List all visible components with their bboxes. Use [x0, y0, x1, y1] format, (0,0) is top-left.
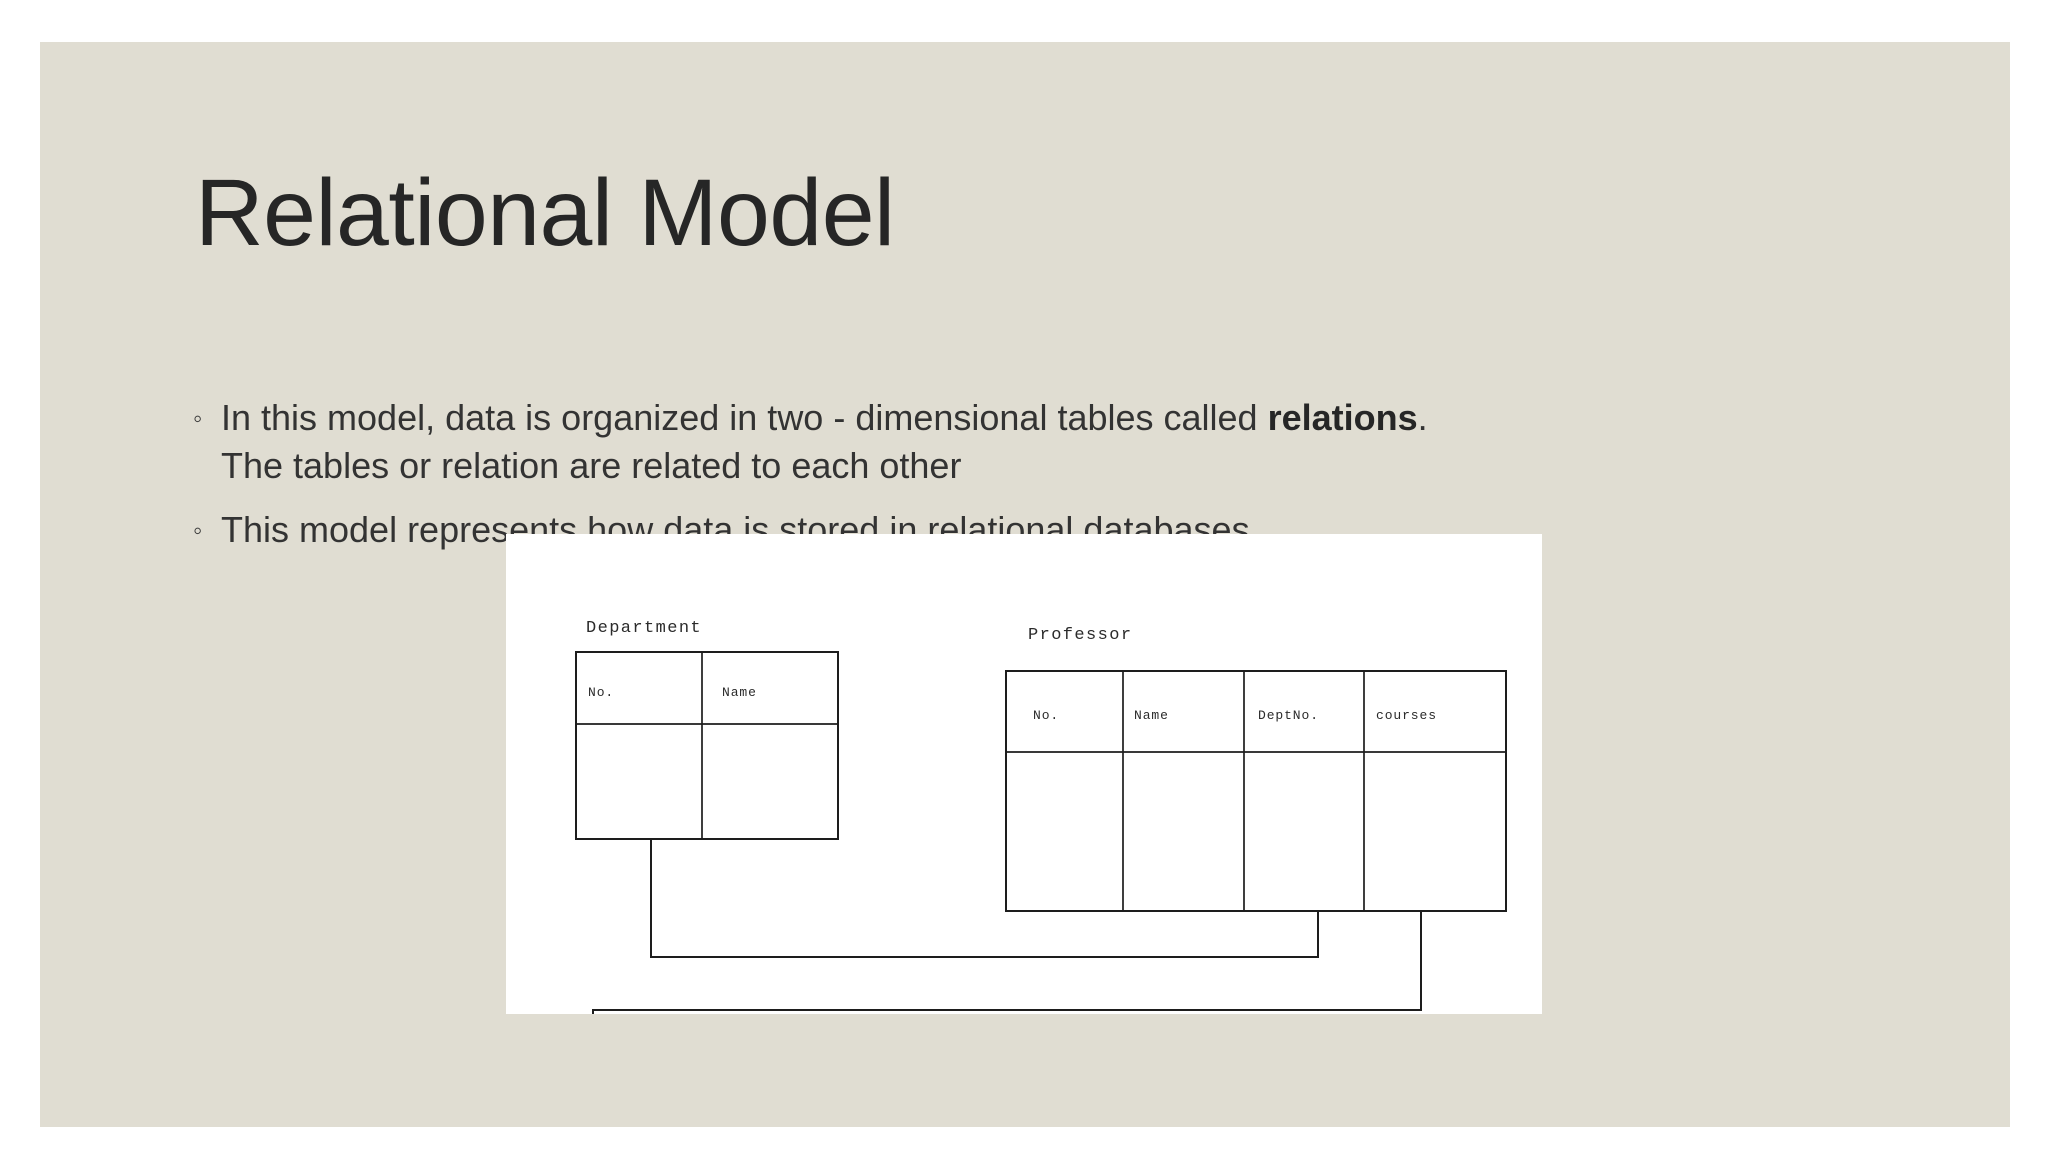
- slide-canvas: Relational Model ◦ In this model, data i…: [40, 42, 2010, 1127]
- er-diagram-image: Department No. Name Professor No. Name D…: [506, 534, 1542, 1014]
- table-title-department: Department: [586, 619, 702, 638]
- connector-professor-course: [592, 911, 1422, 1014]
- table-box-professor: [1005, 670, 1507, 912]
- column-header: No.: [1033, 708, 1059, 723]
- bullet-1-bold-term: relations: [1267, 397, 1418, 438]
- bullet-1-text-before: In this model, data is organized in two …: [221, 397, 1268, 438]
- connector-department-professor: [650, 839, 1319, 958]
- page-title: Relational Model: [195, 160, 895, 266]
- er-diagram-svg: Department No. Name Professor No. Name D…: [575, 619, 1507, 1014]
- table-department: Department No. Name: [575, 619, 839, 840]
- column-header: DeptNo.: [1258, 708, 1319, 723]
- table-professor: Professor No. Name DeptNo. courses: [1005, 626, 1507, 912]
- bullet-circle-icon: ◦: [193, 515, 203, 545]
- relationship-connectors: [592, 839, 1422, 1014]
- bullet-text-1: In this model, data is organized in two …: [221, 394, 1481, 490]
- bullet-1-text-after: . The tables or relation are related to …: [221, 397, 1428, 486]
- column-header: Name: [722, 685, 757, 700]
- column-header: No.: [588, 685, 614, 700]
- list-item: ◦ In this model, data is organized in tw…: [190, 394, 1890, 490]
- bullet-circle-icon: ◦: [193, 403, 203, 433]
- table-box-department: [575, 651, 839, 840]
- column-header: courses: [1376, 708, 1437, 723]
- column-header: Name: [1134, 708, 1169, 723]
- table-title-professor: Professor: [1028, 626, 1132, 645]
